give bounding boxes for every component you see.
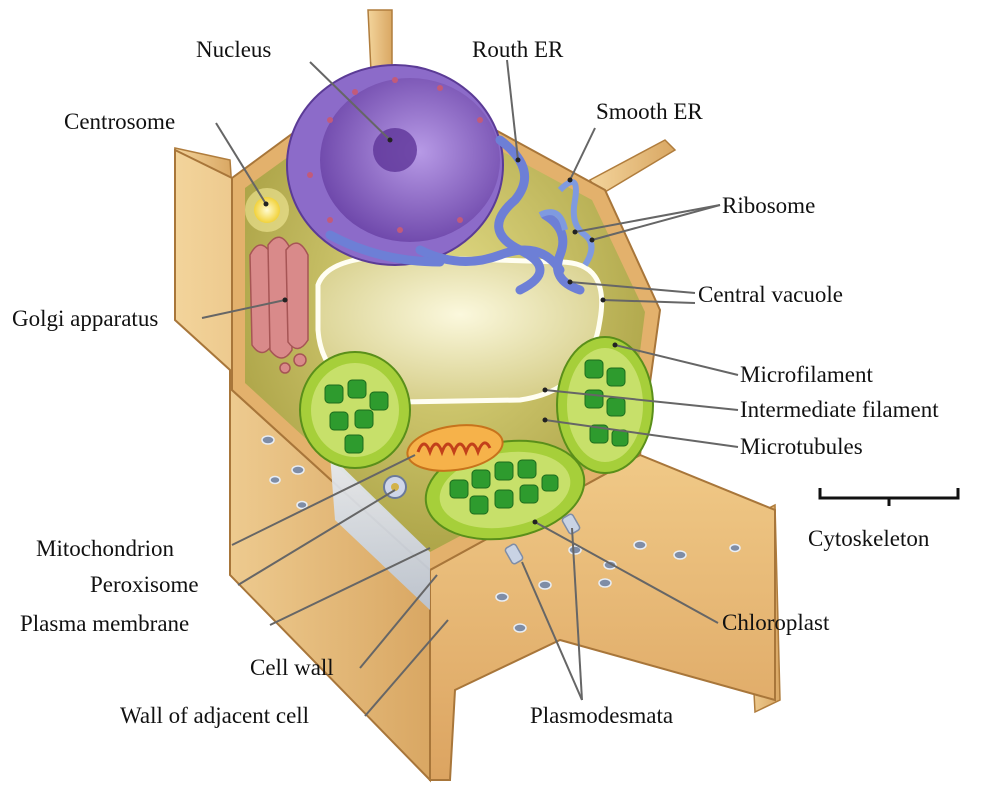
label-plasma-membrane: Plasma membrane <box>20 612 189 635</box>
label-microtubules: Microtubules <box>740 435 863 458</box>
label-centrosome: Centrosome <box>64 110 175 133</box>
label-intermediate-filament: Intermediate filament <box>740 398 939 421</box>
chloroplast-right <box>557 337 653 473</box>
cytoskeleton-bracket <box>820 488 958 506</box>
label-chloroplast: Chloroplast <box>722 611 829 634</box>
label-wall-of-adjacent-cell: Wall of adjacent cell <box>120 704 309 727</box>
label-nucleus: Nucleus <box>196 38 271 61</box>
label-plasmodesmata: Plasmodesmata <box>530 704 673 727</box>
label-microfilament: Microfilament <box>740 363 873 386</box>
centrosome <box>245 188 289 232</box>
label-golgi-apparatus: Golgi apparatus <box>12 307 158 330</box>
label-peroxisome: Peroxisome <box>90 573 199 596</box>
label-rough-er: Routh ER <box>472 38 563 61</box>
label-cytoskeleton: Cytoskeleton <box>808 527 929 550</box>
label-smooth-er: Smooth ER <box>596 100 703 123</box>
label-ribosome: Ribosome <box>722 194 815 217</box>
nucleus <box>287 65 503 265</box>
label-central-vacuole: Central vacuole <box>698 283 843 306</box>
label-cell-wall: Cell wall <box>250 656 334 679</box>
label-mitochondrion: Mitochondrion <box>36 537 174 560</box>
chloroplast-left <box>300 352 410 468</box>
